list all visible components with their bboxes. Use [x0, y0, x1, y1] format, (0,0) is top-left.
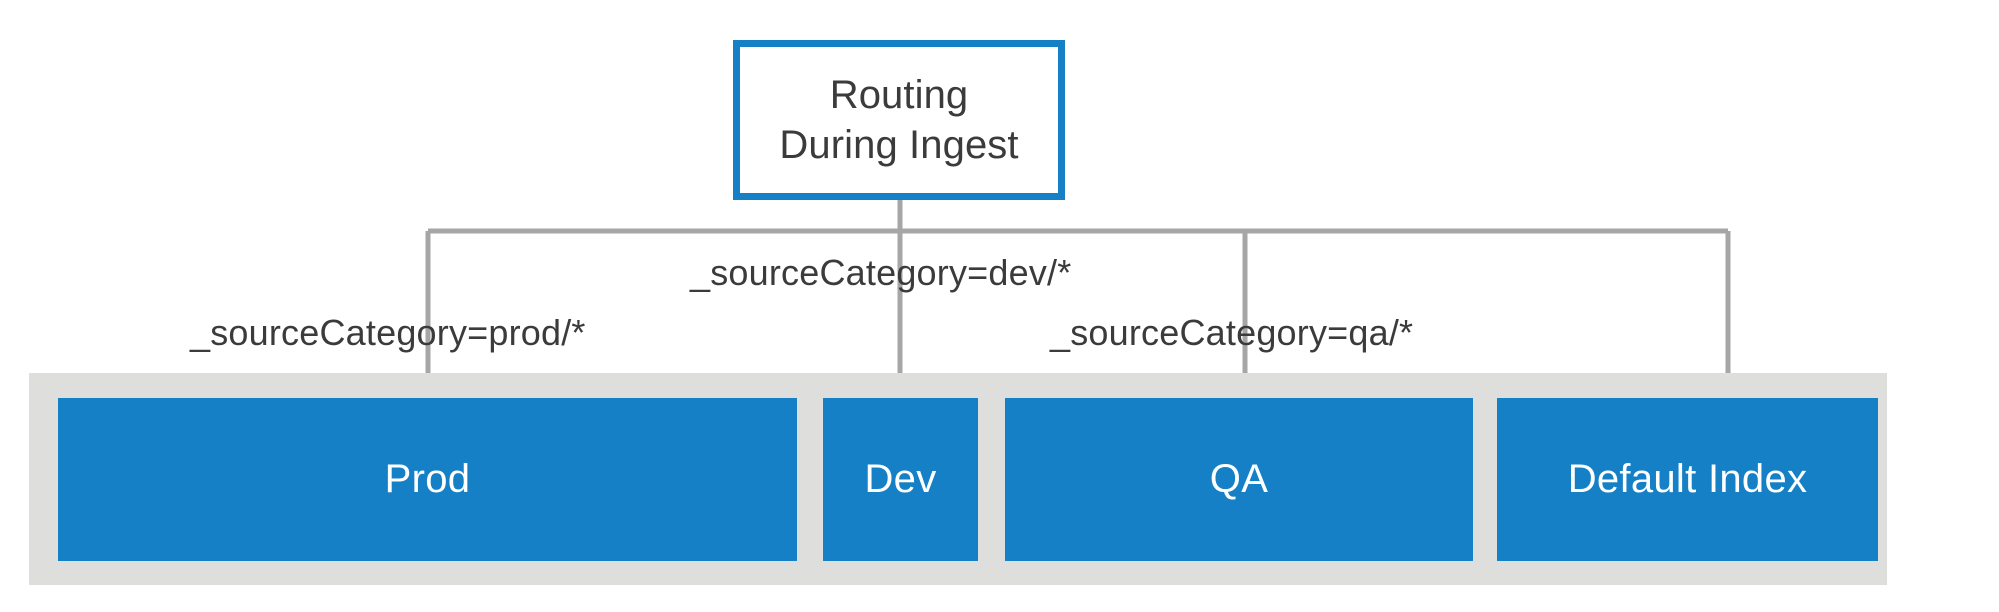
edge-label-dev-rule: _sourceCategory=dev/* [690, 252, 1072, 293]
edge-label-prod-rule: _sourceCategory=prod/* [190, 312, 586, 353]
index-box-default-index[interactable]: Default Index [1497, 398, 1878, 561]
routing-during-ingest-node[interactable]: Routing During Ingest [733, 40, 1065, 200]
index-box-label-default-index: Default Index [1567, 457, 1808, 501]
index-box-dev[interactable]: Dev [823, 398, 978, 561]
routing-node-line-1: Routing [829, 73, 969, 117]
index-box-qa[interactable]: QA [1005, 398, 1473, 561]
routing-node-line-2: During Ingest [779, 123, 1019, 167]
index-box-label-qa: QA [1209, 457, 1269, 501]
edge-label-qa-rule: _sourceCategory=qa/* [1050, 312, 1414, 353]
index-box-label-prod: Prod [384, 457, 471, 501]
index-tray: Prod Dev QA Default Index [29, 373, 1887, 585]
index-box-prod[interactable]: Prod [58, 398, 797, 561]
index-box-label-dev: Dev [864, 457, 937, 501]
